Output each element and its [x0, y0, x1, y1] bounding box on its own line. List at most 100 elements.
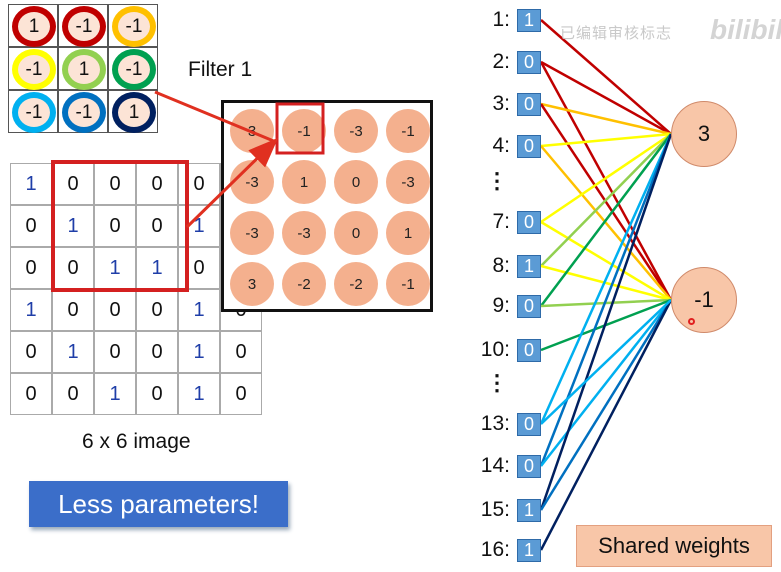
image-pixel: 0 — [178, 163, 220, 205]
image-pixel: 1 — [94, 373, 136, 415]
feature-map-value: -1 — [386, 109, 430, 153]
feature-map-value: -3 — [230, 211, 274, 255]
filter-cell: 1 — [108, 90, 158, 133]
feature-map-value: -2 — [334, 262, 378, 306]
weight-connection — [539, 103, 673, 301]
weight-connection — [540, 133, 672, 267]
filter-cell: -1 — [8, 90, 58, 133]
filter-weight: -1 — [12, 92, 56, 133]
input-node-value: 0 — [517, 135, 541, 158]
output-neuron-1: 3 — [671, 101, 737, 167]
filter-weight: -1 — [112, 49, 156, 90]
filter-cell: -1 — [108, 4, 158, 47]
filter-to-output-arrow — [154, 90, 277, 144]
bilibili-logo: bilibili — [710, 14, 781, 45]
image-pixel: 0 — [178, 247, 220, 289]
input-node-value: 1 — [517, 499, 541, 522]
output-neuron-2: -1 — [671, 267, 737, 333]
filter-cell: -1 — [58, 4, 108, 47]
image-caption: 6 x 6 image — [82, 430, 191, 453]
image-pixel: 0 — [220, 373, 262, 415]
filter-weight: -1 — [62, 6, 106, 47]
ellipsis-lower: ⋮ — [486, 370, 508, 395]
output-highlight-box — [275, 102, 325, 155]
filter-weight: -1 — [12, 49, 56, 90]
input-node-label: 4: — [492, 134, 510, 157]
weight-connection — [540, 299, 672, 467]
image-pixel: 1 — [178, 289, 220, 331]
feature-map-value: -1 — [386, 262, 430, 306]
feature-map-value: 3 — [230, 262, 274, 306]
input-node-label: 1: — [492, 8, 510, 31]
shared-weights-label: Shared weights — [576, 525, 772, 567]
less-parameters-banner: Less parameters! — [29, 481, 288, 527]
filter-cell: -1 — [8, 47, 58, 90]
image-pixel: 1 — [178, 331, 220, 373]
weight-connection — [540, 132, 672, 224]
input-node-value: 1 — [517, 539, 541, 562]
filter-weight: -1 — [62, 92, 106, 133]
filter-cell: 1 — [58, 47, 108, 90]
input-node-value: 0 — [517, 455, 541, 478]
feature-map-value: 0 — [334, 211, 378, 255]
weight-connection — [540, 102, 672, 136]
input-node-value: 0 — [517, 295, 541, 318]
weight-connection — [540, 264, 672, 302]
weight-connection — [539, 133, 673, 511]
input-node-value: 1 — [517, 9, 541, 32]
image-pixel: 1 — [10, 289, 52, 331]
feature-map-value: -3 — [282, 211, 326, 255]
input-node-label: 13: — [480, 412, 510, 435]
input-node-label: 16: — [480, 538, 510, 561]
watermark-text: 已编辑审核标志 — [560, 25, 673, 42]
weight-connection — [539, 299, 673, 551]
weight-connection — [540, 145, 672, 301]
input-node-value: 0 — [517, 211, 541, 234]
input-node-label: 15: — [480, 498, 510, 521]
image-pixel: 0 — [220, 331, 262, 373]
input-node-label: 7: — [492, 210, 510, 233]
input-node-label: 9: — [492, 294, 510, 317]
weight-connection — [539, 299, 673, 511]
input-node-value: 0 — [517, 413, 541, 436]
image-pixel: 0 — [10, 331, 52, 373]
input-node-value: 0 — [517, 93, 541, 116]
weight-connection — [539, 133, 673, 467]
input-node-label: 8: — [492, 254, 510, 277]
image-pixel: 1 — [52, 331, 94, 373]
input-node-value: 0 — [517, 339, 541, 362]
weight-connection — [540, 299, 672, 425]
weight-connection — [540, 133, 672, 307]
input-node-label: 3: — [492, 92, 510, 115]
input-node-label: 2: — [492, 50, 510, 73]
image-pixel: 0 — [94, 205, 136, 247]
ellipsis-upper: ⋮ — [486, 168, 508, 193]
image-to-output-arrow — [185, 137, 279, 229]
weight-connection — [540, 19, 672, 135]
image-pixel: 0 — [52, 373, 94, 415]
cursor-dot-icon — [688, 318, 695, 325]
input-node-label: 10: — [480, 338, 510, 361]
image-pixel: 0 — [136, 205, 178, 247]
image-pixel: 0 — [136, 331, 178, 373]
feature-map-value: -3 — [334, 109, 378, 153]
weight-connection — [540, 132, 672, 148]
output-neuron-2-value: -1 — [694, 287, 714, 312]
feature-map-value: 1 — [386, 211, 430, 255]
image-pixel: 0 — [136, 373, 178, 415]
image-pixel: 1 — [178, 205, 220, 247]
weight-connection — [539, 133, 673, 425]
filter-cell: 1 — [8, 4, 58, 47]
filter-weight: 1 — [62, 49, 106, 90]
weight-connection — [539, 61, 673, 301]
feature-map-value: 0 — [334, 160, 378, 204]
feature-map-value: -3 — [386, 160, 430, 204]
weight-connection — [540, 60, 672, 136]
input-node-value: 1 — [517, 255, 541, 278]
filter-label: Filter 1 — [188, 58, 253, 81]
weight-connection — [540, 220, 672, 302]
input-node-value: 0 — [517, 51, 541, 74]
